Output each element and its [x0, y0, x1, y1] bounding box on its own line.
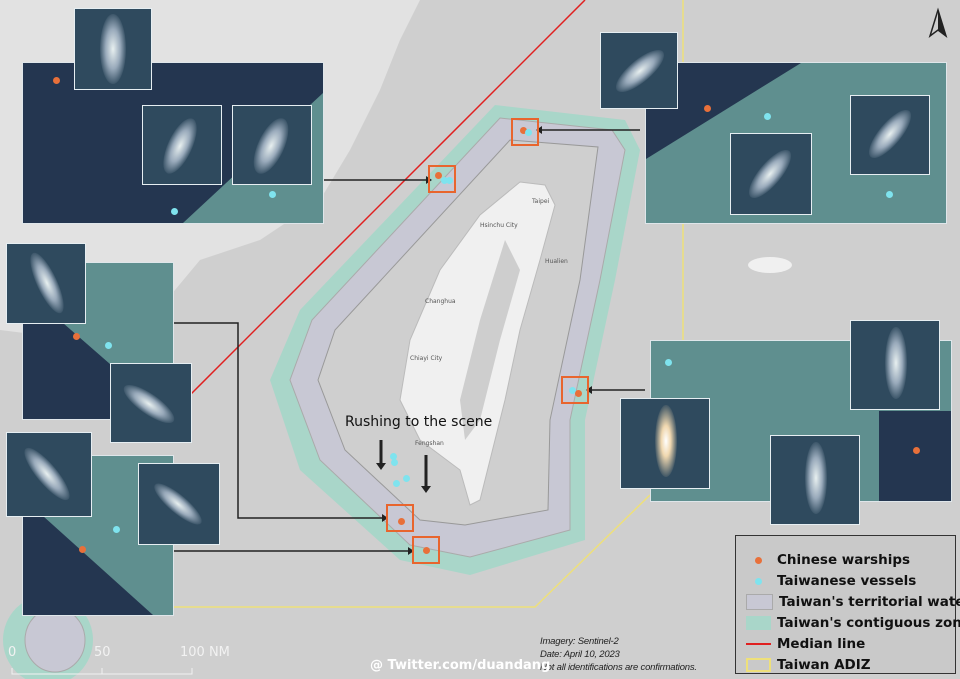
median-line: [189, 0, 586, 396]
ship-image: [74, 8, 152, 90]
mountains: [460, 240, 520, 440]
place-label: Hualien: [545, 258, 568, 265]
island-territorial: [24, 607, 86, 673]
legend-item-territorial: Taiwan's territorial waters: [746, 592, 960, 612]
vessel-marker: [403, 475, 410, 482]
warship-marker: [79, 546, 86, 553]
annotation-rushing: Rushing to the scene: [345, 414, 493, 430]
place-label: Taipei: [532, 198, 550, 205]
legend-label: Taiwan's contiguous zone: [777, 615, 960, 631]
vessel-marker: [393, 480, 400, 487]
highlight-box[interactable]: [561, 376, 589, 404]
scale-label-100: 100 NM: [180, 645, 230, 660]
vessel-marker: [390, 453, 397, 460]
imagery-note: Imagery: Sentinel-2: [540, 636, 619, 647]
legend-item-vessels: Taiwanese vessels: [746, 571, 916, 591]
ship-image: [6, 243, 86, 324]
ship-image: [600, 32, 678, 109]
ship-image: [620, 398, 710, 489]
vessel-marker: [665, 359, 672, 366]
place-label: Chiayi City: [410, 355, 443, 362]
ship-image: [232, 105, 312, 185]
vessel-marker: [269, 191, 276, 198]
scale-label-50: 50: [94, 645, 111, 660]
legend-item-contiguous: Taiwan's contiguous zone: [746, 613, 960, 633]
disclaimer-note: Not all identifications are confirmation…: [540, 662, 697, 673]
place-label: Fengshan: [415, 440, 444, 447]
highlight-box[interactable]: [386, 504, 414, 532]
connector-lines: [172, 129, 645, 552]
legend-label: Taiwan's territorial waters: [779, 594, 960, 610]
ship-image: [850, 320, 940, 410]
credit: @ Twitter.com/duandang: [370, 658, 551, 673]
island: [748, 257, 792, 273]
legend-label: Chinese warships: [777, 552, 911, 568]
legend-label: Median line: [777, 636, 866, 652]
north-arrow-icon: [928, 7, 948, 38]
highlight-box[interactable]: [428, 165, 456, 193]
vessel-marker: [113, 526, 120, 533]
legend: Chinese warships Taiwanese vessels Taiwa…: [735, 535, 960, 675]
date-note: Date: April 10, 2023: [540, 649, 620, 660]
ship-image: [770, 435, 860, 525]
highlight-box[interactable]: [412, 536, 440, 564]
highlight-box[interactable]: [511, 118, 539, 146]
vessel-marker: [171, 208, 178, 215]
warship-marker: [73, 333, 80, 340]
warship-marker: [53, 77, 60, 84]
ship-image: [730, 133, 812, 215]
ship-image: [850, 95, 930, 175]
warship-marker: [704, 105, 711, 112]
vessel-marker: [391, 459, 398, 466]
scale-bar: [11, 668, 193, 675]
place-label: Changhua: [425, 298, 456, 305]
legend-item-adiz: Taiwan ADIZ: [746, 655, 871, 675]
scale-label-0: 0: [8, 645, 17, 660]
ship-image: [6, 432, 92, 517]
place-label: Hsinchu City: [480, 222, 518, 229]
vessel-marker: [886, 191, 893, 198]
legend-label: Taiwanese vessels: [777, 573, 917, 589]
ship-image: [142, 105, 222, 185]
ship-image: [138, 463, 220, 545]
legend-label: Taiwan ADIZ: [777, 657, 871, 673]
vessel-marker: [764, 113, 771, 120]
legend-item-median: Median line: [746, 634, 865, 654]
warship-marker: [913, 447, 920, 454]
legend-item-warships: Chinese warships: [746, 550, 910, 570]
adiz-line-south: [172, 494, 651, 608]
ship-image: [110, 363, 192, 443]
vessel-marker: [105, 342, 112, 349]
